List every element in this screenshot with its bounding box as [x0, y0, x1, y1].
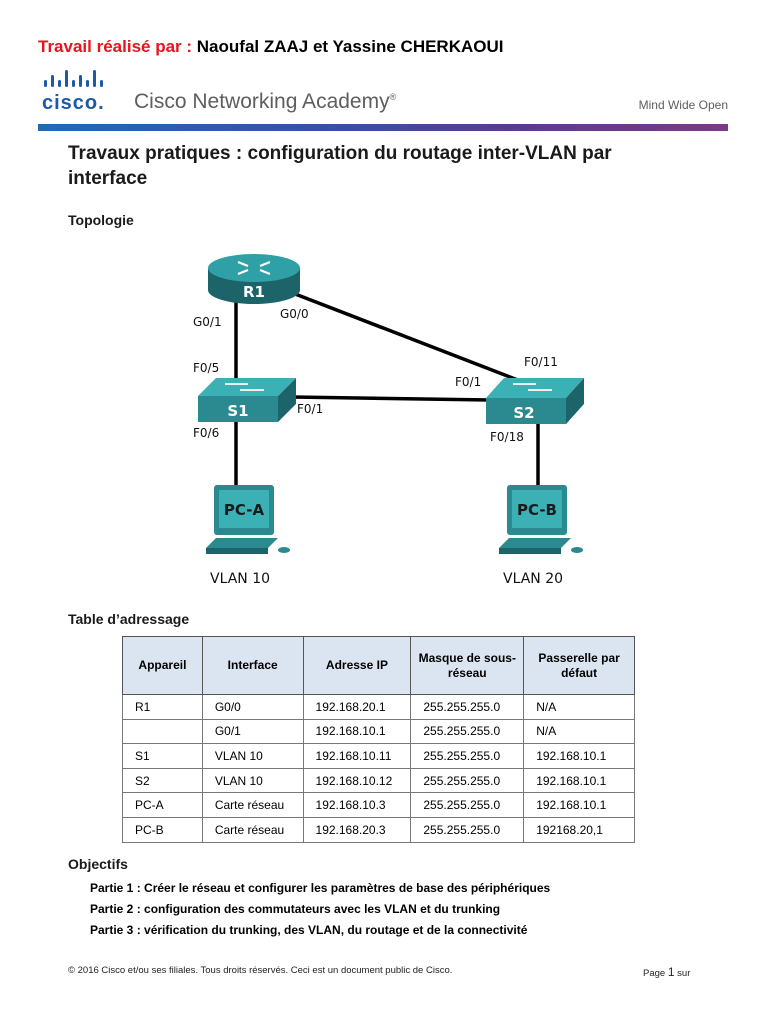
table-cell: 192.168.10.11 [302, 743, 412, 769]
table-cell: R1 [122, 694, 203, 720]
port-s1-f01: F0/1 [297, 402, 323, 416]
addressing-heading: Table d’adressage [68, 611, 190, 627]
port-s1-f05: F0/5 [193, 361, 219, 375]
table-row: R1 G0/0 192.168.20.1 255.255.255.0 N/A [122, 694, 635, 720]
table-cell: G0/0 [201, 694, 304, 720]
pc-b-icon: PC-B [499, 485, 583, 554]
table-cell: PC-A [122, 792, 203, 818]
table-cell: VLAN 10 [201, 743, 304, 769]
table-cell: S2 [122, 767, 203, 794]
table-header-row: Appareil Interface Adresse IP Masque de … [122, 636, 635, 695]
table-cell: 255.255.255.0 [410, 767, 525, 794]
addressing-table: Appareil Interface Adresse IP Masque de … [122, 636, 635, 843]
vlan-b-label: VLAN 20 [503, 571, 563, 587]
table-cell: 192.168.20.3 [302, 816, 412, 843]
cisco-wordmark: cisco. [42, 92, 105, 114]
table-cell: 192.168.10.12 [302, 767, 412, 794]
objective-item: Partie 3 : vérification du trunking, des… [90, 923, 528, 937]
page-title: Travaux pratiques : configuration du rou… [68, 143, 612, 189]
pc-b-label: PC-B [517, 501, 557, 519]
cisco-header: cisco. Cisco Networking Academy® Mind Wi… [38, 70, 728, 132]
port-r1-g01: G0/1 [193, 315, 222, 329]
header-gradient-bar [38, 124, 728, 131]
objectives-heading: Objectifs [68, 856, 128, 872]
vlan-a-label: VLAN 10 [210, 571, 270, 587]
table-cell: 192.168.10.3 [302, 792, 412, 818]
port-s2-f01: F0/1 [455, 375, 481, 389]
topology-heading: Topologie [68, 212, 134, 228]
authors-label: Travail réalisé par : [38, 37, 193, 56]
table-header: Adresse IP [302, 636, 412, 695]
table-cell: PC-B [122, 816, 203, 843]
cisco-bridge-icon [44, 70, 103, 87]
switch1-label: S1 [227, 402, 248, 420]
pc-a-icon: PC-A [206, 485, 290, 554]
table-cell: 255.255.255.0 [410, 816, 525, 843]
port-s1-f06: F0/6 [193, 426, 219, 440]
table-row: S1 VLAN 10 192.168.10.11 255.255.255.0 1… [122, 743, 635, 769]
academy-name: Cisco Networking Academy® [134, 90, 396, 114]
table-cell: 192168.20,1 [523, 816, 635, 843]
port-s2-f011: F0/11 [524, 355, 558, 369]
table-cell: N/A [523, 694, 635, 720]
tagline: Mind Wide Open [638, 98, 728, 112]
page-suffix: sur [677, 968, 691, 979]
table-header: Passerelle par défaut [523, 636, 635, 695]
switch2-label: S2 [513, 404, 534, 422]
table-cell [122, 718, 203, 745]
table-cell: 255.255.255.0 [410, 792, 525, 818]
table-cell: S1 [122, 743, 203, 769]
table-cell: 192.168.10.1 [523, 792, 635, 818]
table-header: Interface [201, 636, 304, 695]
switch1-icon: S1 [198, 378, 296, 422]
table-cell: 255.255.255.0 [410, 718, 525, 745]
authors-line: Travail réalisé par : Naoufal ZAAJ et Ya… [38, 37, 504, 57]
port-s2-f018: F0/18 [490, 430, 524, 444]
link-s1-s2 [291, 395, 491, 402]
link-r1-s2 [289, 290, 529, 386]
switch2-icon: S2 [486, 378, 584, 424]
table-cell: 255.255.255.0 [410, 694, 525, 720]
router-icon: R1 [208, 254, 300, 304]
page-label: Page [643, 968, 666, 979]
objective-item: Partie 2 : configuration des commutateur… [90, 902, 501, 916]
router-label: R1 [243, 283, 265, 301]
table-cell: 192.168.10.1 [523, 767, 635, 794]
table-row: PC-A Carte réseau 192.168.10.3 255.255.2… [122, 792, 635, 818]
page-number-value: 1 [667, 965, 675, 979]
table-cell: N/A [523, 718, 635, 745]
table-cell: 192.168.10.1 [523, 743, 635, 769]
footer-copyright: © 2016 Cisco et/ou ses filiales. Tous dr… [68, 965, 453, 976]
topology-links [234, 290, 540, 488]
authors-names: Naoufal ZAAJ et Yassine CHERKAOUI [196, 37, 504, 56]
table-row: G0/1 192.168.10.1 255.255.255.0 N/A [122, 718, 635, 745]
pc-a-label: PC-A [224, 501, 265, 519]
table-cell: Carte réseau [201, 792, 304, 818]
objectives-list: Partie 1 : Créer le réseau et configurer… [90, 881, 550, 944]
table-header: Masque de sous-réseau [410, 636, 525, 695]
objective-item: Partie 1 : Créer le réseau et configurer… [90, 881, 551, 895]
table-cell: VLAN 10 [201, 767, 304, 794]
registered-mark: ® [389, 92, 397, 102]
table-row: S2 VLAN 10 192.168.10.12 255.255.255.0 1… [122, 767, 635, 794]
table-cell: G0/1 [201, 718, 304, 745]
table-cell: 255.255.255.0 [410, 743, 525, 769]
page-number: Page 1 sur [643, 965, 690, 979]
academy-name-text: Cisco Networking Academy [134, 90, 390, 113]
table-header: Appareil [122, 636, 203, 695]
table-row: PC-B Carte réseau 192.168.20.3 255.255.2… [122, 816, 635, 843]
table-cell: Carte réseau [201, 816, 304, 843]
table-cell: 192.168.20.1 [302, 694, 412, 720]
table-cell: 192.168.10.1 [302, 718, 412, 745]
port-r1-g00: G0/0 [280, 307, 309, 321]
